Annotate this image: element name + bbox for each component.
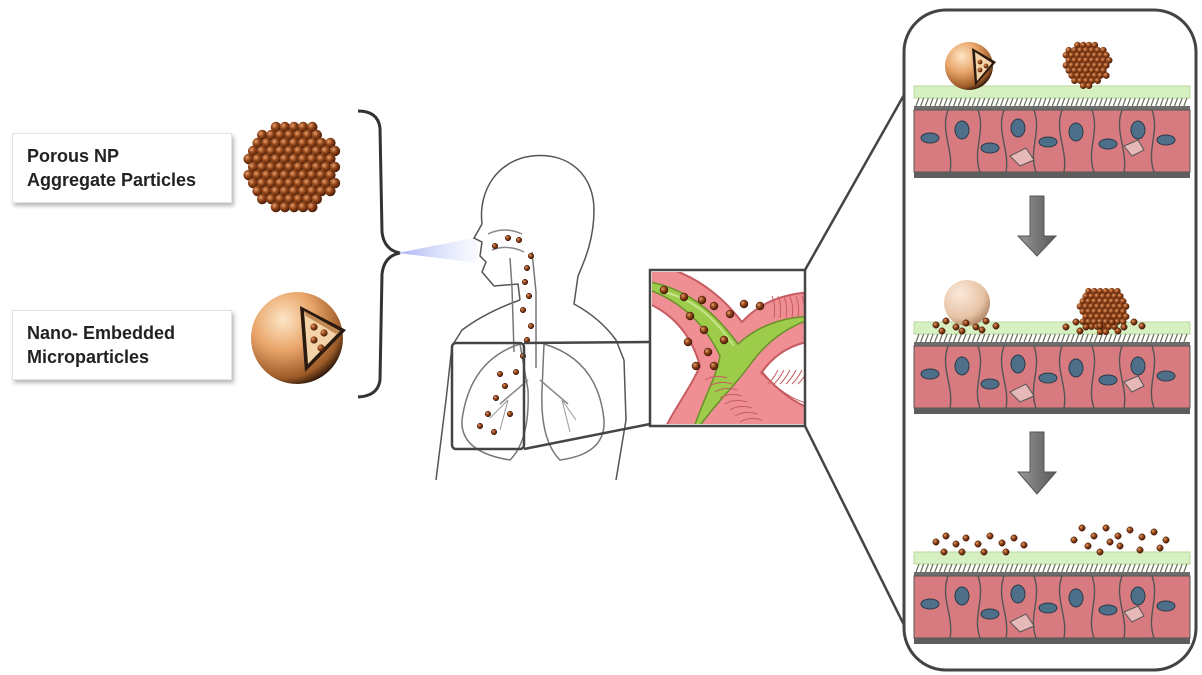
grouping-brace [358,111,400,397]
stage2-dissolving-microparticle [944,280,990,326]
porous-np-label-line1: Porous NP [27,144,231,168]
porous-np-label-line2: Aggregate Particles [27,168,231,192]
airway-particles [477,235,534,435]
porous-aggregate-particle-icon [243,122,340,213]
porous-np-label: Porous NP Aggregate Particles [12,133,232,203]
inhalation-spray [398,237,478,263]
nano-embedded-microparticle-icon [251,292,346,384]
lung-region-box [452,343,524,449]
bronchiole-closeup-icon [640,262,820,440]
nano-embedded-label: Nano- Embedded Microparticles [12,310,232,380]
human-respiratory-system-icon [436,156,626,480]
nano-embedded-label-line1: Nano- Embedded [27,321,231,345]
nano-embedded-label-line2: Microparticles [27,345,231,369]
